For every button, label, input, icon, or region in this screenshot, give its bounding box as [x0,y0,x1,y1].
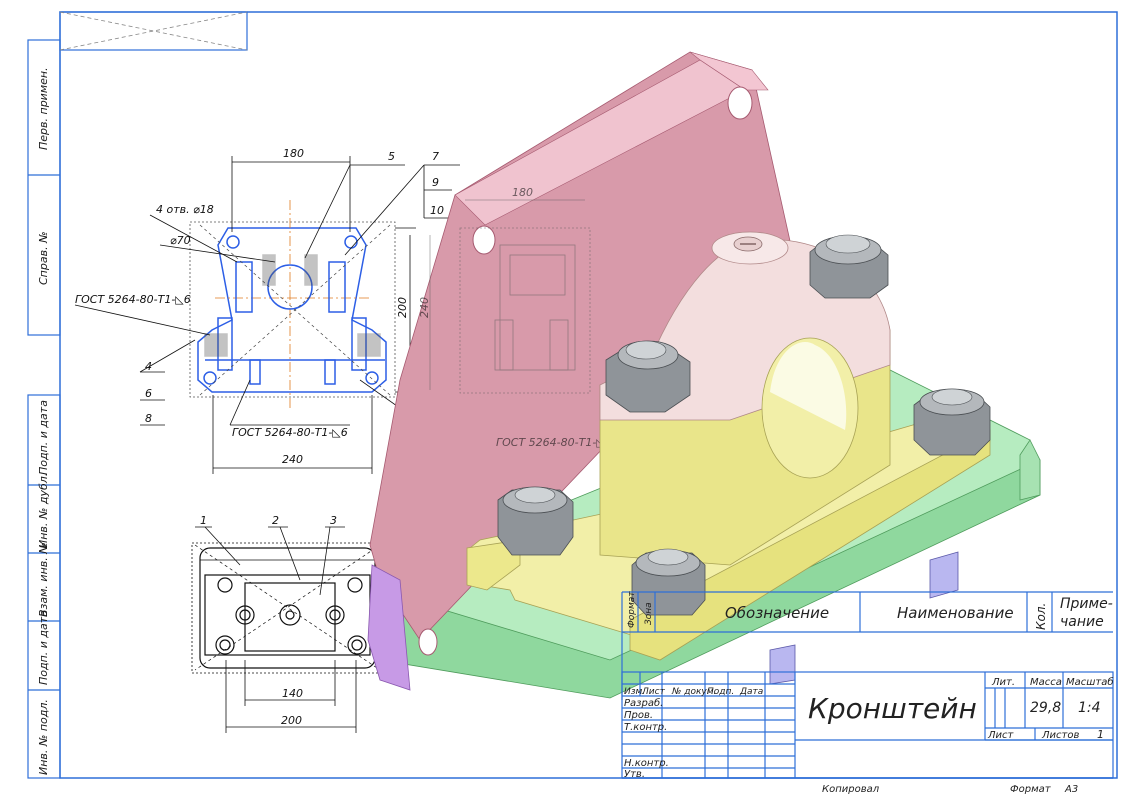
tb-data: Дата [739,687,763,697]
spec-primechanie-2: чание [1060,614,1104,630]
ghost-view-labels: 180 240 ГОСТ 5264-80-Т1-◺6 [418,186,612,449]
tb-no-dokum: № докум. [671,687,716,697]
plan-view-annotations [195,526,357,733]
tb-prov: Пров. [624,710,653,721]
dim-240: 240 [282,453,303,466]
spec-zona: Зона [644,602,654,625]
tb-massa: Масса [1030,677,1062,688]
spec-naimenovanie: Наименование [897,604,1014,622]
callout-7: 7 [432,150,439,163]
spec-oboznachenie: Обозначение [725,604,829,622]
tb-podp: Подп. [707,687,734,697]
wall-plate [369,51,793,656]
plan-view [191,542,383,674]
gusset [367,564,411,691]
spec-primechanie: Приме- [1060,596,1113,612]
stamp-podp-data-2: Подп. и дата [37,610,50,685]
spec-format: Формат [627,591,637,628]
bolt-hex-4 [497,486,574,556]
tb-razrab: Разраб. [624,697,663,709]
diameter-note: ⌀70 [170,234,191,247]
tb-massa-value: 29,8 [1030,700,1061,716]
sheet-frame [27,11,1118,779]
title-block [621,671,1114,779]
callout-2: 2 [272,514,279,527]
callout-3: 3 [330,514,337,527]
tb-format: Формат [1010,784,1052,795]
ghost-view [429,199,591,394]
tb-listov-value: 1 [1097,728,1104,741]
tb-izm: Изм. [624,687,645,697]
ghost-weld-note: ГОСТ 5264-80-Т1-◺6 [496,436,612,449]
tb-masshtab-value: 1:4 [1078,700,1101,716]
callout-9: 9 [432,176,439,189]
callout-4: 4 [145,360,152,373]
bracket-leg [929,551,959,599]
callout-10: 10 [430,204,444,217]
tb-utv: Утв. [624,769,645,780]
front-view-labels: 180 240 200 4 отв. ⌀18 ⌀70 ГОСТ 5264-80-… [75,147,444,466]
stamp-vzam-inv: Взам. инв. № [37,542,50,617]
stamp-inv-dubl: Инв. № дубл. [37,473,50,548]
stamp-podp-data-1: Подп. и дата [37,400,50,475]
side-stamps: Перв. примен. Справ. № Подп. и дата Инв.… [37,67,50,775]
tb-lit: Лит. [991,677,1015,688]
tb-kopiroval: Копировал [822,784,880,795]
dim-140: 140 [282,687,303,700]
weld-note-bottom: ГОСТ 5264-80-Т1-◺6 [232,426,348,439]
stamp-inv-podl: Инв. № подл. [37,699,50,775]
callout-1: 1 [200,514,207,527]
holes-note: 4 отв. ⌀18 [156,203,214,216]
tb-masshtab: Масштаб [1066,676,1114,688]
callout-8: 8 [145,412,152,425]
tb-nkontr: Н.контр. [624,758,669,769]
callout-6: 6 [145,387,152,400]
bolt-hex-2 [809,234,889,299]
stamp-sprav-no: Справ. № [37,231,50,285]
tb-tkontr: Т.контр. [624,722,667,733]
drawing-title: Кронштейн [808,692,977,725]
dim-180: 180 [283,147,304,160]
dim-200-plan: 200 [281,714,302,727]
stamp-perv-primen: Перв. примен. [37,67,50,150]
tb-format-value: А3 [1064,784,1078,795]
tb-list: Лист [987,730,1015,741]
ghost-dim-240: 240 [418,297,431,318]
tb-list-col: Лист [641,687,666,697]
callout-5: 5 [388,150,395,163]
bolt-hex-1 [605,340,691,413]
plan-view-labels: 140 200 1 2 3 [200,514,337,727]
weld-note-left: ГОСТ 5264-80-Т1-◺6 [75,293,191,306]
front-view-annotations [74,156,460,474]
spec-kol: Кол. [1034,603,1048,630]
tb-listov: Листов [1041,730,1079,741]
front-view [189,200,396,410]
bolt-hex-3 [913,388,991,456]
title-block-labels: Изм. Лист № докум. Подп. Дата Разраб. Пр… [624,676,1114,795]
bolt-hex-5 [631,548,706,616]
spec-header-labels: Обозначение Наименование Кол. Приме- чан… [627,591,1113,630]
ghost-dim-180: 180 [512,186,533,199]
dim-200: 200 [396,297,409,318]
bracket-3d-model: 180 240 ГОСТ 5264-80-Т1-◺6 [367,51,1041,699]
